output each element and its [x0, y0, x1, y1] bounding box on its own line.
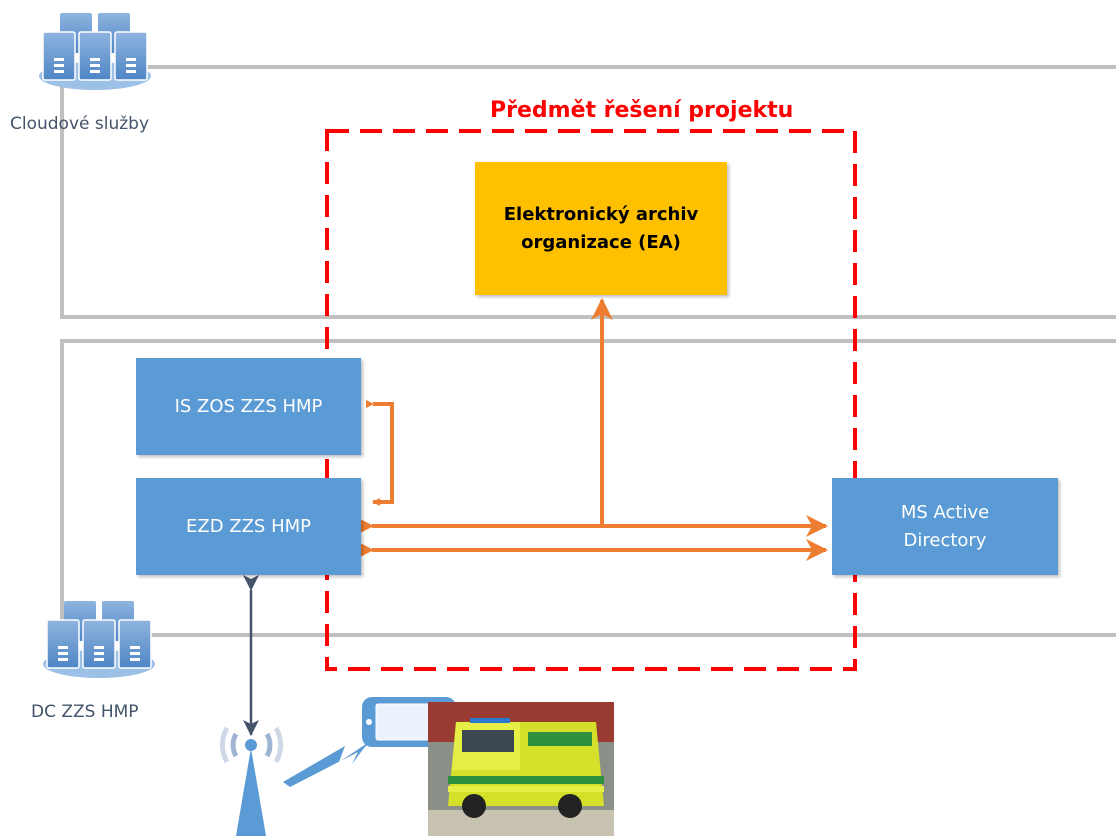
cloud-server-cluster-icon [39, 13, 151, 90]
antenna-icon [219, 726, 284, 836]
node-ms-active-directory: MS Active Directory [832, 478, 1058, 575]
project-scope-title: Předmět řešení projektu [484, 98, 800, 123]
arrow-iszos-ezd [366, 400, 394, 506]
node-elektronicky-archiv: Elektronický archiv organizace (EA) [475, 162, 727, 295]
dc-server-cluster-icon [43, 601, 155, 678]
ambulance-photo [428, 702, 614, 836]
dc-zone-label: DC ZZS HMP [31, 702, 139, 722]
cloud-zone-label: Cloudové služby [10, 114, 150, 134]
wireless-link-icon [283, 740, 372, 787]
node-is-zos: IS ZOS ZZS HMP [136, 358, 361, 455]
node-ezd: EZD ZZS HMP [136, 478, 361, 575]
